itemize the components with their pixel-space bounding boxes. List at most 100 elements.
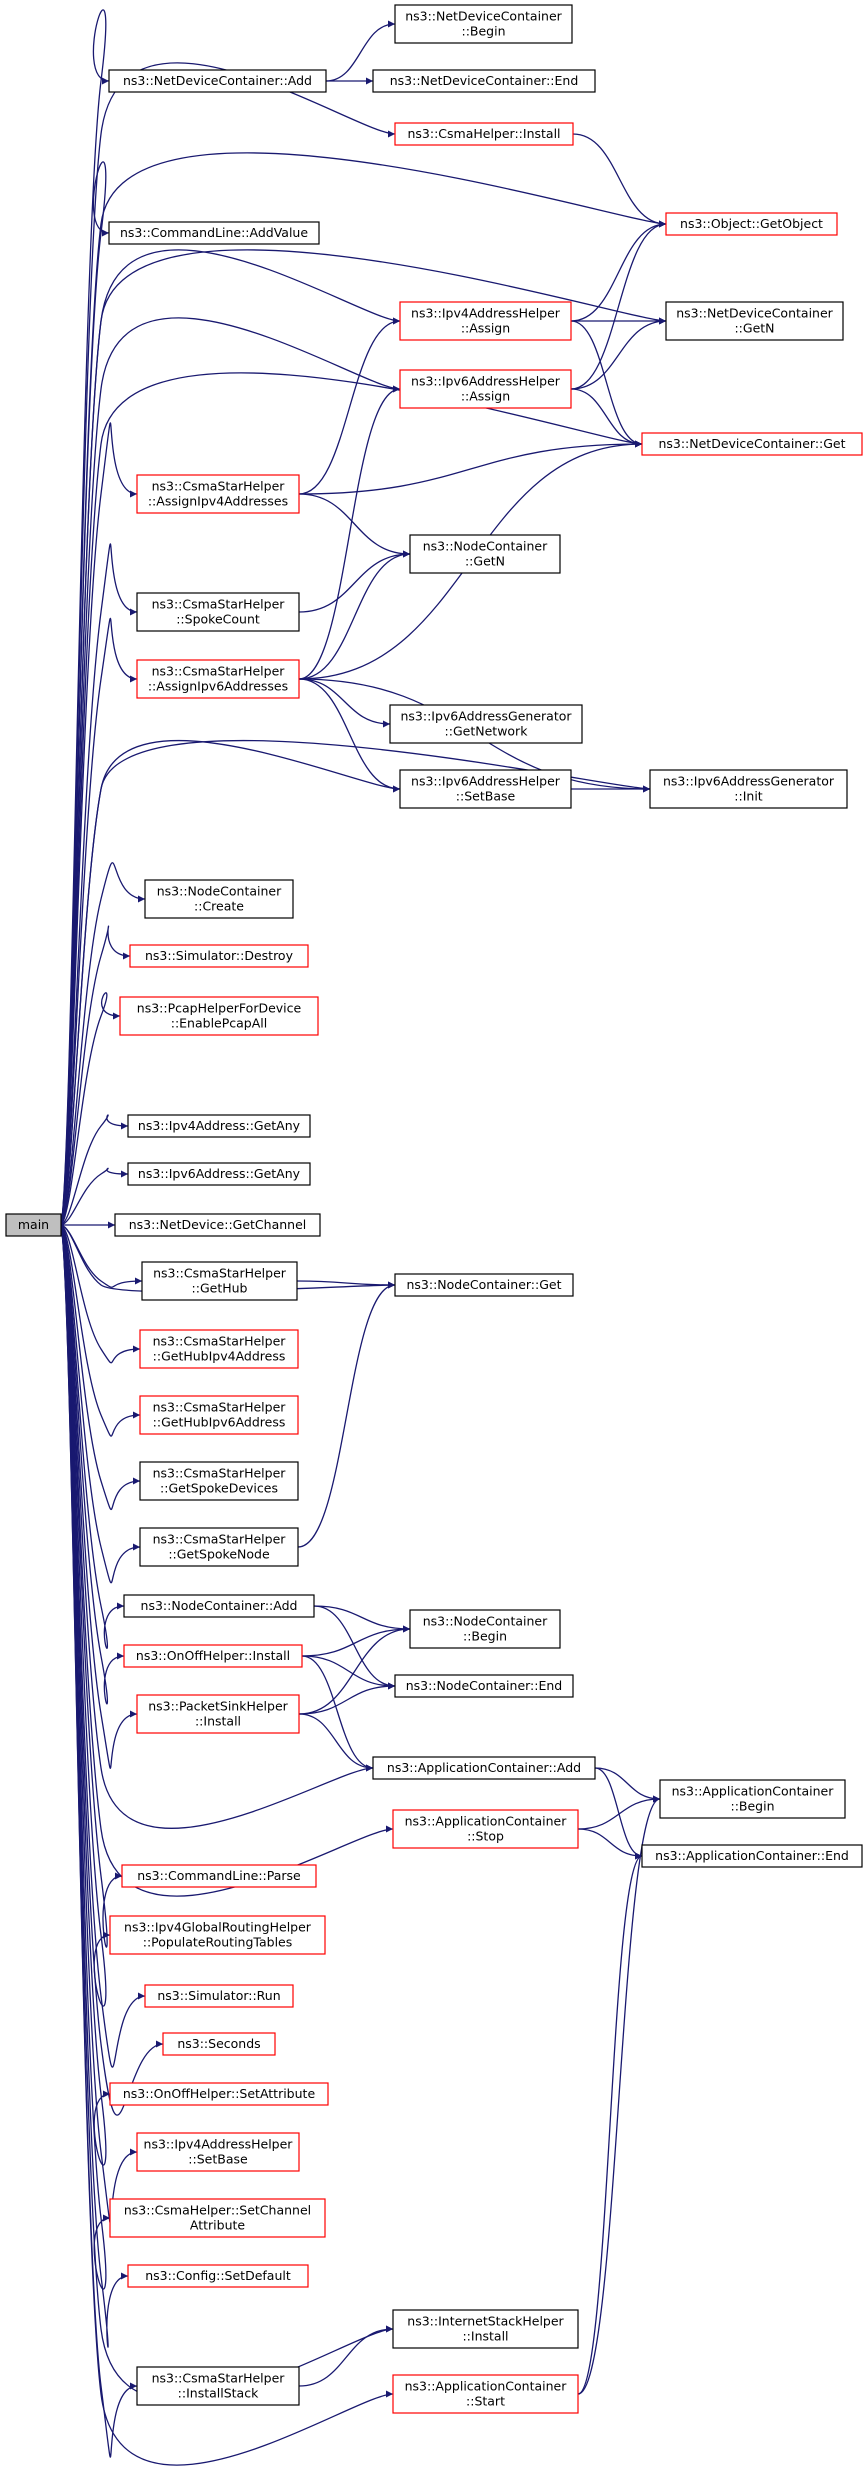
node-sim-run[interactable]: ns3::Simulator::Run: [144, 1984, 294, 2008]
node-nc-getn[interactable]: ns3::NodeContainer::GetN: [409, 534, 561, 574]
node-label: ns3::NetDeviceContainer: [676, 306, 833, 321]
node-box: [399, 301, 572, 341]
node-ish-install[interactable]: ns3::InternetStackHelper::Install: [392, 2309, 579, 2349]
node-pcap-enable[interactable]: ns3::PcapHelperForDevice::EnablePcapAll: [119, 996, 319, 1036]
node-seconds[interactable]: ns3::Seconds: [162, 2032, 276, 2056]
node-ac-stop[interactable]: ns3::ApplicationContainer::Stop: [392, 1809, 579, 1849]
edge-star_assign6-to-ipv6_setbase: [298, 678, 401, 793]
node-label: main: [18, 1217, 49, 1232]
node-star-spokecount[interactable]: ns3::CsmaStarHelper::SpokeCount: [136, 592, 300, 632]
node-ndc-begin[interactable]: ns3::NetDeviceContainer::Begin: [394, 4, 573, 44]
node-label: ::GetSpokeNode: [168, 1547, 270, 1562]
edge-main-to-star_assign6: [60, 617, 138, 1226]
edge-main-to-star_gethub: [60, 1224, 143, 1288]
node-nc-end[interactable]: ns3::NodeContainer::End: [394, 1674, 574, 1698]
edge-main-to-nc_add: [60, 1224, 125, 1649]
node-label: ns3::CsmaStarHelper: [153, 1266, 287, 1281]
node-label: ::Begin: [463, 1629, 507, 1644]
node-ipv6-assign[interactable]: ns3::Ipv6AddressHelper::Assign: [399, 369, 572, 409]
edge-star_getspokenode-to-nc_get: [297, 1281, 396, 1548]
node-box: [141, 1261, 298, 1301]
edge-ac_start-to-ac_begin: [577, 1795, 661, 2395]
edge-main-to-star_gethub6: [60, 1224, 141, 1437]
node-label: ns3::Object::GetObject: [680, 216, 823, 231]
node-config-setdefault[interactable]: ns3::Config::SetDefault: [127, 2264, 309, 2288]
node-ipv4-setbase[interactable]: ns3::Ipv4AddressHelper::SetBase: [136, 2132, 300, 2172]
node-cmd-parse[interactable]: ns3::CommandLine::Parse: [121, 1864, 317, 1888]
node-star-gethub4[interactable]: ns3::CsmaStarHelper::GetHubIpv4Address: [139, 1329, 299, 1369]
node-ipv6-setbase[interactable]: ns3::Ipv6AddressHelper::SetBase: [399, 769, 572, 809]
edge-ac_stop-to-ac_end: [577, 1828, 643, 1860]
node-box: [127, 2264, 309, 2288]
node-box: [5, 1213, 62, 1237]
node-label: ::EnablePcapAll: [171, 1016, 268, 1031]
node-ac-start[interactable]: ns3::ApplicationContainer::Start: [392, 2374, 579, 2414]
node-sink-install[interactable]: ns3::PacketSinkHelper::Install: [136, 1694, 300, 1734]
node-onoff-setattr[interactable]: ns3::OnOffHelper::SetAttribute: [109, 2082, 329, 2106]
node-ipv6addr-getany[interactable]: ns3::Ipv6Address::GetAny: [127, 1162, 311, 1186]
call-edges: [60, 9, 667, 2466]
node-label: ns3::NodeContainer: [423, 539, 548, 554]
node-sim-destroy[interactable]: ns3::Simulator::Destroy: [129, 944, 309, 968]
node-label: ns3::Ipv6Address::GetAny: [138, 1166, 301, 1181]
node-box: [389, 704, 583, 744]
node-nc-begin[interactable]: ns3::NodeContainer::Begin: [409, 1609, 561, 1649]
node-ac-begin[interactable]: ns3::ApplicationContainer::Begin: [659, 1779, 846, 1819]
node-ndc-get[interactable]: ns3::NetDeviceContainer::Get: [641, 432, 863, 456]
node-label: ns3::CsmaHelper::Install: [407, 126, 560, 141]
node-ipv4grh-populate[interactable]: ns3::Ipv4GlobalRoutingHelper::PopulateRo…: [109, 1915, 326, 1955]
node-csma-install[interactable]: ns3::CsmaHelper::Install: [394, 122, 574, 146]
node-ipv4addr-getany[interactable]: ns3::Ipv4Address::GetAny: [127, 1114, 311, 1138]
node-ipv6gen-init[interactable]: ns3::Ipv6AddressGenerator::Init: [649, 769, 848, 809]
node-cmd-addvalue[interactable]: ns3::CommandLine::AddValue: [108, 221, 320, 245]
node-star-gethub6[interactable]: ns3::CsmaStarHelper::GetHubIpv6Address: [139, 1395, 299, 1435]
edge-main-to-ipv4addr_getany: [60, 1114, 129, 1226]
node-label: ns3::CsmaStarHelper: [152, 479, 286, 494]
node-star-installstack[interactable]: ns3::CsmaStarHelper::InstallStack: [136, 2366, 300, 2406]
node-ndc-getn[interactable]: ns3::NetDeviceContainer::GetN: [665, 301, 844, 341]
node-label: ::AssignIpv6Addresses: [148, 679, 288, 694]
node-star-getspokedev[interactable]: ns3::CsmaStarHelper::GetSpokeDevices: [139, 1461, 299, 1501]
node-main[interactable]: main: [5, 1213, 62, 1237]
node-box: [108, 69, 327, 93]
edge-star_assign6-to-nc_getn: [298, 550, 411, 680]
node-onoff-install[interactable]: ns3::OnOffHelper::Install: [123, 1644, 303, 1668]
edge-main-to-ipv6_setbase: [60, 739, 401, 1226]
edge-main-to-ipv4_assign: [60, 249, 401, 1226]
node-label: ns3::CsmaHelper::SetChannel: [124, 2203, 311, 2218]
node-label: ::Install: [195, 1714, 241, 1729]
node-label: ::Begin: [730, 1799, 774, 1814]
edge-main-to-nc_get: [60, 1224, 396, 1293]
node-box: [139, 1461, 299, 1501]
node-nc-add[interactable]: ns3::NodeContainer::Add: [123, 1594, 315, 1618]
node-star-gethub[interactable]: ns3::CsmaStarHelper::GetHub: [141, 1261, 298, 1301]
node-ac-end[interactable]: ns3::ApplicationContainer::End: [641, 1844, 863, 1868]
node-netdev-getchannel[interactable]: ns3::NetDevice::GetChannel: [114, 1213, 321, 1237]
node-ndc-end[interactable]: ns3::NetDeviceContainer::End: [372, 69, 596, 93]
edge-star_assign6-to-ipv6_assign: [298, 385, 401, 680]
edge-ac_start-to-ac_end: [577, 1852, 643, 2395]
node-ndc-add[interactable]: ns3::NetDeviceContainer::Add: [108, 69, 327, 93]
node-star-assign6[interactable]: ns3::CsmaStarHelper::AssignIpv6Addresses: [136, 659, 300, 699]
node-box: [162, 2032, 276, 2056]
node-box: [372, 69, 596, 93]
edge-star_assign4-to-nc_getn: [298, 493, 411, 558]
node-box: [394, 1273, 574, 1297]
edge-ipv6_assign-to-ndc_get: [570, 388, 643, 448]
node-box: [108, 221, 320, 245]
node-label: ns3::Ipv6AddressGenerator: [400, 709, 572, 724]
edge-main-to-ipv6addr_getany: [60, 1167, 129, 1226]
node-box: [399, 769, 572, 809]
node-star-getspokenode[interactable]: ns3::CsmaStarHelper::GetSpokeNode: [139, 1527, 299, 1567]
node-box: [109, 2198, 326, 2238]
node-nc-get[interactable]: ns3::NodeContainer::Get: [394, 1273, 574, 1297]
node-star-assign4[interactable]: ns3::CsmaStarHelper::AssignIpv4Addresses: [136, 474, 300, 514]
node-ac-add[interactable]: ns3::ApplicationContainer::Add: [372, 1756, 596, 1780]
node-getobject[interactable]: ns3::Object::GetObject: [665, 212, 838, 236]
node-label: ::Init: [734, 789, 763, 804]
node-ipv6gen-getnetwork[interactable]: ns3::Ipv6AddressGenerator::GetNetwork: [389, 704, 583, 744]
node-nc-create[interactable]: ns3::NodeContainer::Create: [144, 879, 294, 919]
node-ipv4-assign[interactable]: ns3::Ipv4AddressHelper::Assign: [399, 301, 572, 341]
edge-sink_install-to-nc_end: [298, 1682, 396, 1715]
